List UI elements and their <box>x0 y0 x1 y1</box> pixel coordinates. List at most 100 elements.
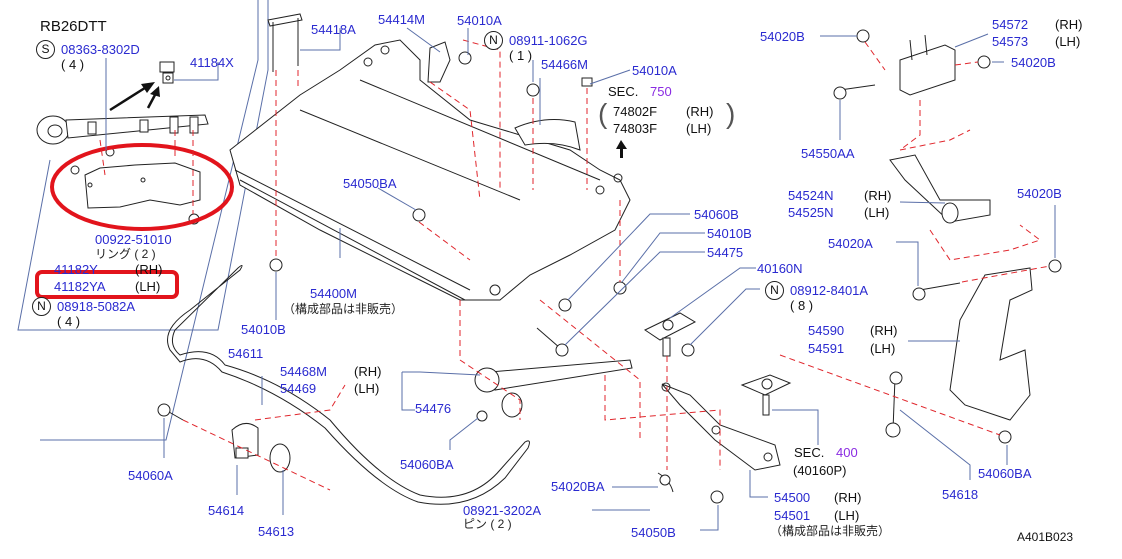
ref-40160p: (40160P) <box>793 463 847 478</box>
part-label-54418a[interactable]: 54418A <box>311 22 356 37</box>
part-label-54414m[interactable]: 54414M <box>378 12 425 27</box>
part-label-54060b[interactable]: 54060B <box>694 207 739 222</box>
part-label-54466m[interactable]: 54466M <box>541 57 588 72</box>
up-arrow <box>616 140 627 158</box>
part-label-54501[interactable]: 54501 <box>774 508 811 523</box>
nut-54010b-left <box>269 258 283 272</box>
tension-arm-54500 <box>661 382 781 504</box>
highlight-box-41182ya <box>35 270 179 299</box>
side-41182ya: (LH) <box>135 279 161 294</box>
side-54572: (RH) <box>1055 17 1083 32</box>
part-label-54525n[interactable]: 54525N <box>788 205 834 220</box>
part-label-54550aa[interactable]: 54550AA <box>801 146 855 161</box>
desc-08921-pin: ピン ( 2 ) <box>463 517 512 531</box>
note-54400m-not-sold: （構成部品は非販売） <box>283 302 404 316</box>
sec-400-prefix: SEC. <box>794 445 825 460</box>
pin-08921 <box>657 472 674 493</box>
part-label-08912-8401a[interactable]: 08912-8401A <box>790 283 869 298</box>
part-label-08363-8302d[interactable]: 08363-8302D <box>61 42 140 57</box>
part-label-54573[interactable]: 54573 <box>992 34 1029 49</box>
part-label-54010b[interactable]: 54010B <box>707 226 752 241</box>
side-54500: (RH) <box>834 490 862 505</box>
engine-model-label: RB26DTT <box>40 18 107 35</box>
stabilizer-bar-54611 <box>167 264 530 505</box>
side-54469: (LH) <box>354 381 380 396</box>
part-label-54060ba[interactable]: 54060BA <box>978 466 1032 481</box>
part-label-74802f[interactable]: 74802F <box>613 104 658 119</box>
side-41182y: (RH) <box>135 262 163 277</box>
symbol-n-circle: N <box>32 297 51 316</box>
part-label-08918-5082a[interactable]: 08918-5082A <box>57 299 136 314</box>
side-54591: (LH) <box>870 341 896 356</box>
side-54501: (LH) <box>834 508 860 523</box>
stabilizer-link-54618 <box>885 371 903 438</box>
part-label-54050ba[interactable]: 54050BA <box>343 176 397 191</box>
leader-lines <box>105 27 1056 531</box>
part-label-54010a[interactable]: 54010A <box>632 63 677 78</box>
symbol-s-circle: S <box>36 40 55 59</box>
bracket-close: ) <box>726 98 736 129</box>
tension-rod-assembly <box>36 114 209 145</box>
side-54525n: (LH) <box>864 205 890 220</box>
part-label-41182ya[interactable]: 41182YA <box>54 279 106 294</box>
bolt-54418a <box>267 13 303 72</box>
sec-400-link[interactable]: 400 <box>836 445 858 460</box>
part-label-54468m[interactable]: 54468M <box>280 364 327 379</box>
desc-00922-ring: リング ( 2 ) <box>95 247 156 261</box>
symbol-n-circle: N <box>765 281 784 300</box>
part-label-54611[interactable]: 54611 <box>228 346 264 361</box>
part-label-54469[interactable]: 54469 <box>280 381 317 396</box>
bracket-open: ( <box>598 98 608 129</box>
qty-08911: ( 1 ) <box>509 48 533 63</box>
part-label-08911-1062g[interactable]: 08911-1062G <box>509 33 588 48</box>
part-label-54614[interactable]: 54614 <box>208 503 245 518</box>
part-label-54476[interactable]: 54476 <box>415 401 452 416</box>
highlight-ellipse-shield <box>50 143 234 231</box>
symbol-n-circle: N <box>484 31 503 50</box>
part-label-54020ba[interactable]: 54020BA <box>551 479 605 494</box>
part-label-54618[interactable]: 54618 <box>942 487 979 502</box>
qty-08363: ( 4 ) <box>61 57 85 72</box>
ball-joint-sec400 <box>740 374 792 416</box>
part-label-54020b[interactable]: 54020B <box>760 29 805 44</box>
part-label-54500[interactable]: 54500 <box>774 490 811 505</box>
bracket-54414m <box>427 41 472 83</box>
part-label-54020b[interactable]: 54020B <box>1017 186 1062 201</box>
part-label-74803f[interactable]: 74803F <box>613 121 658 136</box>
part-label-54020a[interactable]: 54020A <box>828 236 873 251</box>
part-label-40160n[interactable]: 40160N <box>757 261 803 276</box>
bushing-54060b <box>558 298 572 312</box>
part-label-54524n[interactable]: 54524N <box>788 188 834 203</box>
part-label-54475[interactable]: 54475 <box>707 245 744 260</box>
bolt-54060a <box>157 403 184 421</box>
part-label-54400m[interactable]: 54400M <box>310 286 357 301</box>
knuckle-54590 <box>949 267 1033 444</box>
part-label-41182y[interactable]: 41182Y <box>54 262 98 277</box>
part-label-41184x[interactable]: 41184X <box>190 55 234 70</box>
part-label-54020b[interactable]: 54020B <box>1011 55 1056 70</box>
sec-750-link[interactable]: 750 <box>650 84 672 99</box>
cover-54466m <box>514 77 593 151</box>
side-54524n: (RH) <box>864 188 892 203</box>
part-label-54590[interactable]: 54590 <box>808 323 845 338</box>
part-label-54010b[interactable]: 54010B <box>241 322 286 337</box>
bracket-54572 <box>833 29 991 100</box>
sec-750-prefix: SEC. <box>608 84 639 99</box>
part-label-08921-3202a[interactable]: 08921-3202A <box>463 503 542 518</box>
side-54468m: (RH) <box>354 364 382 379</box>
part-label-54613[interactable]: 54613 <box>258 524 295 539</box>
part-label-54050b[interactable]: 54050B <box>631 525 676 540</box>
stabilizer-bushing-54613 <box>269 443 291 473</box>
side-54590: (RH) <box>870 323 898 338</box>
note-54500-not-sold: （構成部品は非販売） <box>770 524 891 538</box>
part-label-54060a[interactable]: 54060A <box>128 468 173 483</box>
part-label-54591[interactable]: 54591 <box>808 341 845 356</box>
qty-08912: ( 8 ) <box>790 298 814 313</box>
part-label-00922-51010[interactable]: 00922-51010 <box>95 232 172 247</box>
part-label-54010a[interactable]: 54010A <box>457 13 502 28</box>
part-label-54572[interactable]: 54572 <box>992 17 1029 32</box>
phantom-lines <box>99 39 1051 491</box>
part-label-54060ba[interactable]: 54060BA <box>400 457 454 472</box>
qty-08918: ( 4 ) <box>57 314 81 329</box>
group-boundary-lines <box>17 0 269 441</box>
